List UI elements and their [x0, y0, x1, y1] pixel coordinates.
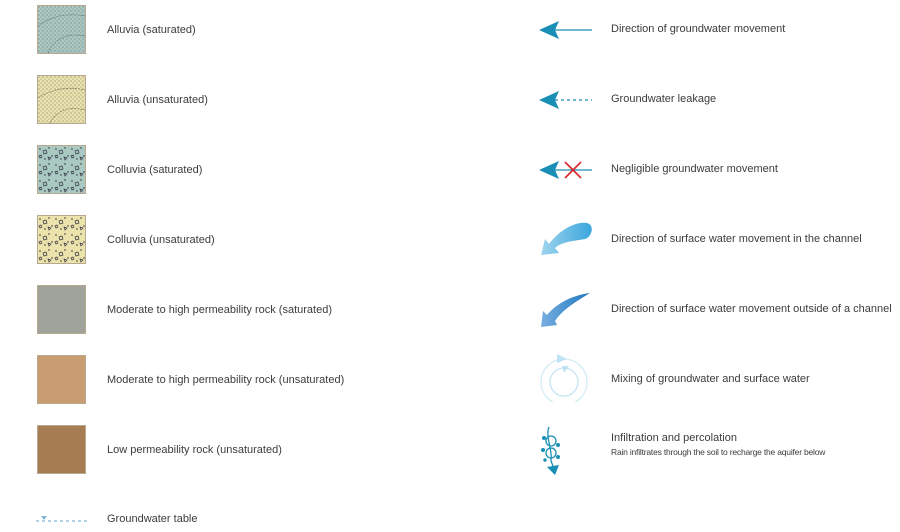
alluvia-saturated-swatch — [37, 5, 86, 54]
legend-label: Colluvia (unsaturated) — [107, 234, 215, 246]
curved-arrow-dark-icon — [541, 293, 590, 327]
legend-label-group: Infiltration and percolation Rain infilt… — [611, 432, 825, 457]
rock-saturated-swatch — [37, 285, 86, 334]
legend-label: Low permeability rock (unsaturated) — [107, 444, 282, 456]
legend-label: Groundwater leakage — [611, 93, 717, 105]
alluvia-unsaturated-swatch — [37, 75, 86, 124]
legend-label: Mixing of groundwater and surface water — [611, 373, 810, 385]
legend-label: Negligible groundwater movement — [611, 163, 778, 175]
legend-sublabel: Rain infiltrates through the soil to rec… — [611, 447, 826, 457]
arrow-left-crossed-icon — [539, 161, 592, 179]
colluvia-saturated-swatch — [37, 145, 86, 194]
circular-arrows-icon — [540, 354, 588, 402]
legend-label: Direction of groundwater movement — [611, 23, 786, 35]
legend-label: Direction of surface water movement in t… — [611, 233, 862, 245]
legend-label: Direction of surface water movement outs… — [611, 303, 892, 315]
legend-label: Alluvia (unsaturated) — [107, 94, 208, 106]
legend-label: Moderate to high permeability rock (unsa… — [107, 374, 345, 386]
colluvia-unsaturated-swatch — [37, 215, 86, 264]
legend-label: Alluvia (saturated) — [107, 24, 196, 36]
arrow-left-solid-icon — [539, 21, 592, 39]
legend-label: Infiltration and percolation — [611, 432, 737, 444]
curved-arrow-light-icon — [541, 222, 592, 255]
legend-label: Colluvia (saturated) — [107, 164, 203, 176]
arrow-left-dashed-icon — [539, 91, 592, 109]
groundwater-table-icon — [36, 516, 88, 522]
rock-unsaturated-swatch — [37, 355, 86, 404]
legend-label: Moderate to high permeability rock (satu… — [107, 304, 332, 316]
low-permeability-rock-swatch — [37, 425, 86, 474]
infiltration-icon — [541, 426, 560, 475]
legend-label: Groundwater table — [107, 513, 198, 525]
